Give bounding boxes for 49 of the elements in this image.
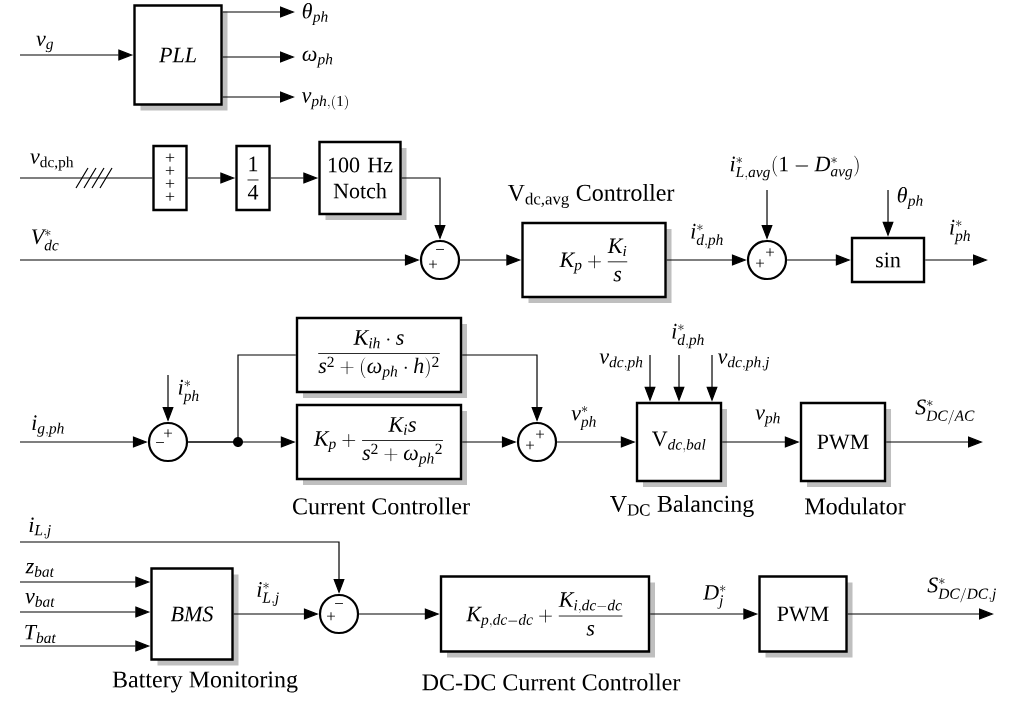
block-caption: V$_{DC}$ Balancing: [610, 495, 754, 517]
summing-junction: + +: [746, 239, 788, 281]
signal-label: $v_{dc,ph}$: [599, 353, 643, 371]
signal-label: $i^*_{L,avg}(1-D^*_{avg})$: [730, 155, 859, 181]
block-box: $K_{p,dc-dc}+\frac{K_{i,dc-dc}}{s}$: [439, 575, 655, 658]
signal-label: $v^*_{ph}$: [571, 406, 596, 430]
signal-label: $\theta_{ph}$: [302, 2, 328, 26]
block-box: PWM: [758, 575, 853, 658]
signal-label: $v_{dc,ph,j}$: [717, 353, 770, 371]
block-box: $\text{V}_{dc,bal}$: [635, 401, 727, 487]
block-caption: Battery Monitoring: [112, 671, 298, 693]
signal-label: $i_{L,j}$: [29, 517, 51, 539]
block-box: BMS: [150, 567, 239, 666]
signal-label: $i^*_{ph}$: [178, 379, 199, 405]
signal-label: $v_{ph}$: [755, 409, 780, 427]
signal-label: $\omega_{ph}$: [302, 50, 333, 68]
block-box: $\frac{K_{ih}\cdot s}{s^2+(\omega_{ph}\cdot h)^2}$: [295, 316, 467, 398]
signal-label: $i^*_{d,ph}$: [672, 323, 704, 349]
summing-junction: − +: [419, 239, 461, 281]
signal-label: $v_g$: [36, 35, 54, 53]
block-caption: Current Controller: [293, 497, 470, 515]
signal-label: $v_{bat}$: [25, 593, 55, 607]
block-box: PWM: [799, 401, 891, 487]
block-box: $K_p+\frac{K_i}{s}$: [521, 221, 672, 303]
signal-line: [19, 177, 153, 179]
signal-label: $v_{ph,(1)}$: [301, 92, 348, 110]
summing-junction: + −: [147, 421, 189, 463]
signal-label: $S^*_{DC/AC}$: [915, 399, 975, 425]
signal-label: $\theta_{ph}$: [897, 186, 923, 210]
signal-label: $v_{\text{dc,ph}}$: [30, 153, 74, 171]
block-box: PLL: [133, 4, 228, 111]
summing-junction: + +: [516, 421, 558, 463]
block-box: $\frac{1}{4}$: [235, 144, 271, 212]
block-caption: Modulator: [805, 497, 906, 515]
signal-label: $i^*_{ph}$: [950, 219, 970, 245]
block-box: sin: [850, 236, 926, 284]
signal-label: $z_{bat}$: [25, 563, 55, 577]
summing-junction: − +: [318, 593, 360, 635]
signal-label: $i_{g,ph}$: [32, 415, 64, 437]
block-caption: V$_{dc,avg}$ Controller: [507, 184, 675, 208]
block-box: $K_p+\frac{K_i s}{s^2+{\omega_{ph}}^2}$: [295, 403, 467, 485]
block-box: 100 Hz Notch: [318, 140, 407, 220]
signal-label: $V^*_{dc}$: [31, 229, 59, 251]
signal-label: $i^*_{d,ph}$: [691, 223, 723, 249]
signal-label: $S^*_{DC/DC,j}$: [927, 577, 996, 603]
signal-label: $i^*_{L,j}$: [257, 582, 279, 606]
signal-label: $T_{bat}$: [25, 624, 56, 644]
block-box: + + + +: [152, 144, 188, 212]
signal-label: $D^*_j$: [702, 585, 726, 609]
